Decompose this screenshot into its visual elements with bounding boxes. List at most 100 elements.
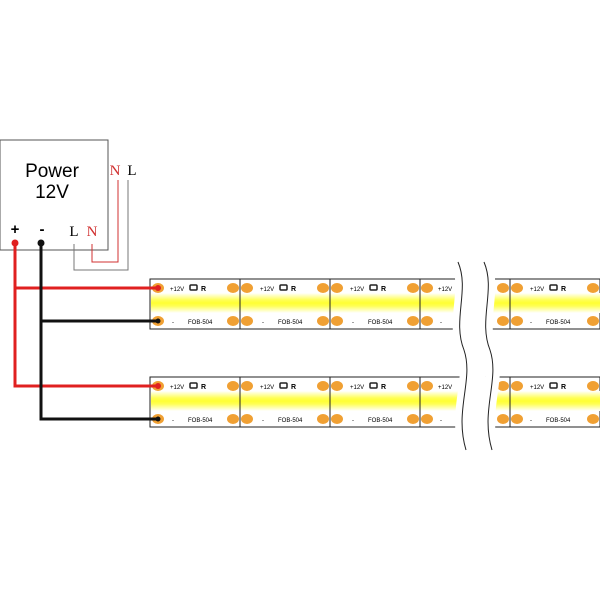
break-marks xyxy=(451,259,500,453)
solder-pad xyxy=(497,316,509,326)
break-line xyxy=(457,261,468,451)
solder-pad xyxy=(407,316,419,326)
solder-pad xyxy=(407,283,419,293)
minus-label: - xyxy=(262,418,264,424)
power-title: Power xyxy=(25,161,80,182)
break-line xyxy=(483,261,494,451)
led-glow-band xyxy=(487,391,600,411)
plus-label: +12V xyxy=(530,385,544,391)
resistor-icon xyxy=(549,382,558,389)
input-l-label: L xyxy=(127,163,136,179)
segment xyxy=(239,279,511,329)
plus-label: +12V xyxy=(530,287,544,293)
minus-label: - xyxy=(262,320,264,326)
model-label: FOB-504 xyxy=(546,320,571,326)
live-wire xyxy=(73,180,129,271)
resistor-label: R xyxy=(291,384,296,391)
dc-output-wires xyxy=(11,239,161,422)
resistor-icon xyxy=(369,284,378,291)
solder-pad xyxy=(587,316,599,326)
solder-pad xyxy=(227,316,239,326)
positive-terminal-label: + xyxy=(11,221,20,238)
segment xyxy=(239,377,511,427)
negative-wire-strip-2 xyxy=(39,321,158,421)
led-strip-2: +12V R +12V R +12V R +12V +12V R - FOB-5… xyxy=(149,376,600,428)
plus-label: +12V xyxy=(260,385,274,391)
resistor-label: R xyxy=(291,286,296,293)
solder-point xyxy=(155,383,161,389)
solder-pad xyxy=(241,381,253,391)
solder-pad xyxy=(511,381,523,391)
solder-pad xyxy=(317,414,329,424)
solder-pad xyxy=(331,316,343,326)
solder-pad xyxy=(227,414,239,424)
solder-pad xyxy=(317,283,329,293)
model-label: FOB-504 xyxy=(368,418,393,424)
resistor-icon xyxy=(279,382,288,389)
minus-label: - xyxy=(530,418,532,424)
solder-pad xyxy=(227,283,239,293)
positive-wire-strip-2 xyxy=(13,288,158,388)
resistor-icon xyxy=(549,284,558,291)
minus-label: - xyxy=(352,320,354,326)
plus-label: +12V xyxy=(438,287,452,293)
solder-pads xyxy=(152,381,599,424)
solder-pad xyxy=(497,381,509,391)
solder-pad xyxy=(331,283,343,293)
ac-input: N L xyxy=(73,163,137,271)
resistor-label: R xyxy=(201,384,206,391)
inner-n-label: N xyxy=(87,224,98,240)
led-strip-1: +12V R +12V R +12V R +12V +12V R - FOB-5… xyxy=(149,278,600,330)
solder-point xyxy=(155,285,161,291)
solder-pad xyxy=(587,381,599,391)
neutral-wire xyxy=(91,180,119,263)
solder-pad xyxy=(241,316,253,326)
solder-pad xyxy=(497,283,509,293)
solder-point xyxy=(155,416,161,422)
solder-pad xyxy=(317,381,329,391)
solder-pad xyxy=(511,414,523,424)
solder-pads xyxy=(152,283,599,326)
led-glow-band xyxy=(151,293,460,313)
solder-pad xyxy=(407,414,419,424)
minus-label: - xyxy=(440,320,442,326)
model-label: FOB-504 xyxy=(278,418,303,424)
plus-label: +12V xyxy=(170,385,184,391)
resistor-label: R xyxy=(561,384,566,391)
resistor-label: R xyxy=(381,384,386,391)
resistor-icon xyxy=(189,284,198,291)
power-supply-box xyxy=(0,139,109,251)
solder-pad xyxy=(407,381,419,391)
solder-point xyxy=(155,318,161,324)
resistor-label: R xyxy=(561,286,566,293)
solder-pad xyxy=(331,381,343,391)
model-label: FOB-504 xyxy=(368,320,393,326)
resistor-label: R xyxy=(381,286,386,293)
resistor-icon xyxy=(189,382,198,389)
solder-pad xyxy=(421,316,433,326)
inner-l-label: L xyxy=(69,224,78,240)
negative-terminal-label: - xyxy=(40,221,45,238)
solder-pad xyxy=(587,283,599,293)
led-glow-band xyxy=(151,391,460,411)
solder-pad xyxy=(241,414,253,424)
resistor-icon xyxy=(369,382,378,389)
minus-label: - xyxy=(530,320,532,326)
solder-pad xyxy=(511,316,523,326)
solder-pad xyxy=(497,414,509,424)
minus-label: - xyxy=(172,320,174,326)
model-label: FOB-504 xyxy=(188,418,213,424)
led-glow-band xyxy=(487,293,600,313)
negative-terminal-dot xyxy=(37,239,45,247)
plus-label: +12V xyxy=(350,287,364,293)
power-supply: Power 12V + - L N xyxy=(0,139,109,251)
solder-pad xyxy=(421,414,433,424)
solder-pad xyxy=(331,414,343,424)
plus-label: +12V xyxy=(260,287,274,293)
model-label: FOB-504 xyxy=(546,418,571,424)
positive-terminal-dot xyxy=(11,239,19,247)
model-label: FOB-504 xyxy=(278,320,303,326)
minus-label: - xyxy=(352,418,354,424)
input-n-label: N xyxy=(110,163,121,179)
